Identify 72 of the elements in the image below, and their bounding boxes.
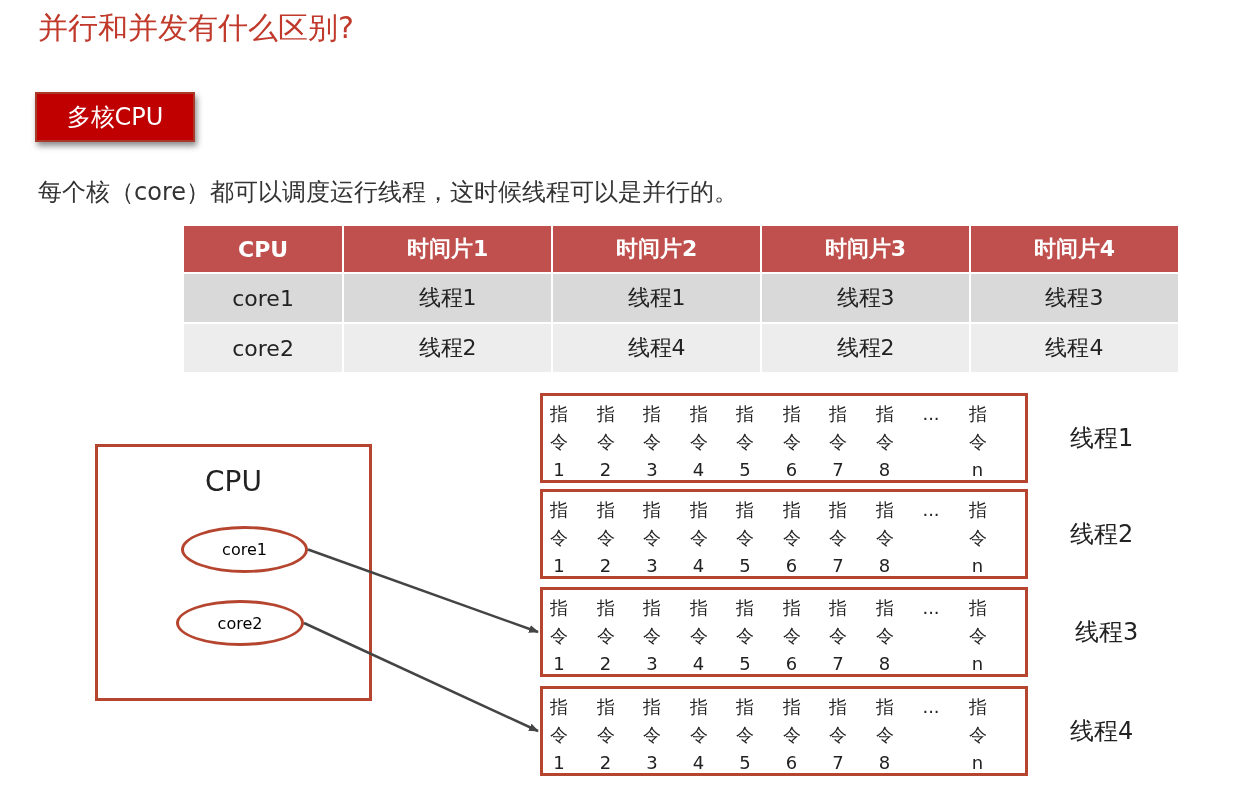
instruction-label: 指令n [967,695,988,775]
instruction-label: 指令1 [549,498,569,578]
instruction-label: 指令5 [735,596,755,676]
table-cell: 线程3 [762,274,969,322]
instruction-label: 指令3 [642,498,662,578]
instruction-label: 指令6 [781,695,802,775]
core-ellipse: core1 [181,526,308,573]
arrow [307,548,539,634]
thread-box [540,393,1028,483]
instruction-label: 指令4 [688,596,709,676]
table-cell: core2 [184,324,343,372]
instruction-label: 指令n [967,402,988,482]
slide-title: 并行和并发有什么区别? [38,9,354,47]
instruction-label: 指令2 [595,596,616,676]
instruction-label: 指令3 [642,402,662,482]
instruction-label: 指令8 [874,498,895,578]
instruction-label: 指令7 [828,498,848,578]
section-tag: 多核CPU [35,92,195,142]
thread-label: 线程2 [1070,519,1134,550]
instruction-label: 指令2 [595,498,616,578]
table-cell: core1 [184,274,343,322]
instruction-label: 指令8 [874,402,895,482]
instruction-label: ... [921,596,941,620]
arrow [303,621,539,733]
instruction-label: 指令3 [642,695,662,775]
instruction-label: 指令7 [828,695,848,775]
instruction-label: 指令8 [874,596,895,676]
instruction-label: 指令1 [549,402,569,482]
table-cell: 线程2 [344,324,552,372]
instruction-label: 指令8 [874,695,895,775]
thread-box [540,686,1028,776]
instruction-label: ... [921,695,941,719]
instruction-label: 指令n [967,498,988,578]
instruction-label: 指令4 [688,498,709,578]
core-ellipse: core2 [176,600,304,646]
header-cell: 时间片1 [344,226,552,272]
instruction-label: 指令4 [688,402,709,482]
thread-box [540,489,1028,579]
instruction-label: 指令7 [828,596,848,676]
instruction-label: 指令6 [781,596,802,676]
thread-label: 线程1 [1070,423,1134,454]
instruction-label: 指令n [967,596,988,676]
instruction-label: 指令2 [595,402,616,482]
table-cell: 线程4 [971,324,1178,372]
instruction-label: ... [921,498,941,522]
thread-label: 线程3 [1075,617,1139,648]
instruction-label: 指令7 [828,402,848,482]
header-cell: CPU [184,226,343,272]
table-cell: 线程2 [762,324,969,372]
instruction-label: 指令5 [735,695,755,775]
instruction-label: 指令4 [688,695,709,775]
thread-label: 线程4 [1070,716,1134,747]
header-cell: 时间片3 [762,226,969,272]
header-cell: 时间片4 [971,226,1178,272]
thread-box [540,587,1028,677]
instruction-label: 指令1 [549,596,569,676]
instruction-label: 指令2 [595,695,616,775]
header-cell: 时间片2 [553,226,761,272]
instruction-label: 指令6 [781,498,802,578]
instruction-label: 指令5 [735,402,755,482]
instruction-label: 指令3 [642,596,662,676]
instruction-label: 指令1 [549,695,569,775]
table-cell: 线程1 [344,274,552,322]
table-cell: 线程3 [971,274,1178,322]
instruction-label: 指令6 [781,402,802,482]
table-cell: 线程1 [553,274,761,322]
table-cell: 线程4 [553,324,761,372]
instruction-label: 指令5 [735,498,755,578]
cpu-box [95,444,372,701]
instruction-label: ... [921,402,941,426]
box-heading: CPU [204,465,263,498]
description-text: 每个核（core）都可以调度运行线程，这时候线程可以是并行的。 [38,177,738,208]
